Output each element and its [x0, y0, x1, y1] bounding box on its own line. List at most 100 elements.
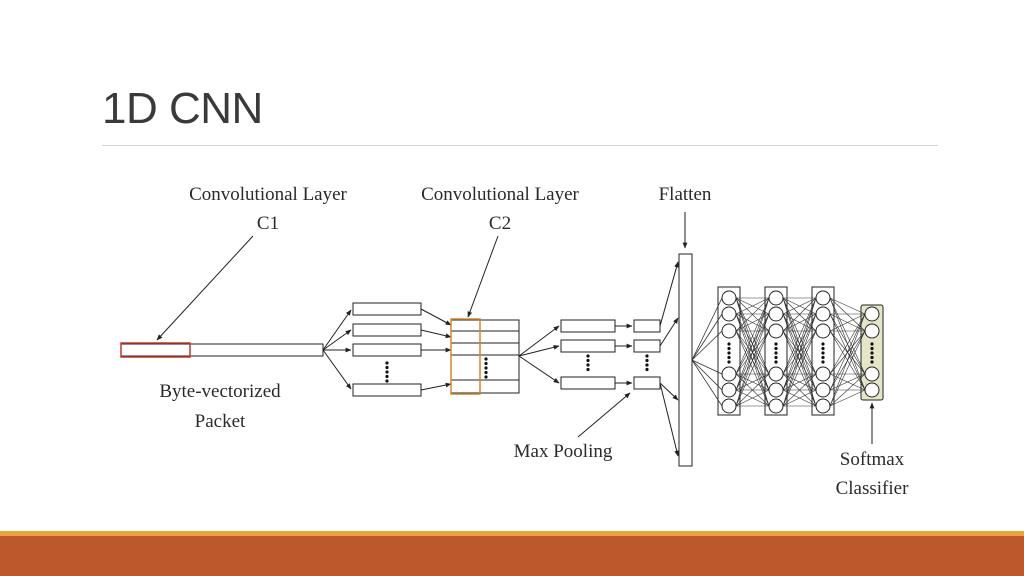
conv2-grid-lines — [451, 330, 519, 381]
output-connection — [829, 373, 866, 391]
softmax-ellipsis-dot — [870, 355, 874, 360]
softmax-neuron — [864, 323, 880, 339]
conv2-label-line1: Convolutional Layer — [421, 184, 579, 205]
flatten-label: Flatten — [659, 184, 712, 205]
conv1-label-line1: Convolutional Layer — [189, 184, 347, 205]
input-vector — [120, 343, 324, 357]
hidden-connection — [782, 373, 817, 407]
pooling-map — [633, 376, 661, 390]
footer-accent-stripe — [0, 531, 1024, 536]
conv2-output-map — [560, 319, 616, 333]
neuron-ellipsis-dot — [821, 342, 825, 346]
neuron — [721, 323, 737, 339]
hidden-connection — [782, 297, 817, 391]
conv1-feature-map — [352, 383, 422, 397]
neuron — [815, 323, 831, 339]
softmax-ellipsis-dot — [870, 346, 874, 351]
neuron-ellipsis-dot — [774, 360, 778, 364]
hidden-connection — [735, 297, 770, 315]
neuron-ellipsis-dot — [774, 342, 778, 346]
max-pooling-label: Max Pooling — [514, 441, 613, 462]
input-label-line2: Packet — [195, 411, 246, 432]
output-connection — [829, 313, 866, 332]
neuron — [815, 306, 831, 322]
neuron — [721, 366, 737, 382]
hidden-connection — [735, 297, 770, 407]
neuron-ellipsis-dot — [821, 351, 825, 355]
neuron-ellipsis-dot — [774, 346, 778, 351]
output-connection — [829, 313, 866, 391]
conv2-label-line2: C2 — [489, 213, 511, 234]
max-pooling-pointer-arrow — [577, 392, 631, 438]
hidden-connection — [735, 313, 770, 407]
pooling-to-flatten-arrows — [659, 261, 680, 457]
output-connection — [829, 313, 866, 375]
footer-bar — [0, 536, 1024, 576]
neuron — [815, 382, 831, 398]
flatten-to-hidden-connection — [691, 359, 723, 391]
neuron — [768, 398, 784, 414]
output-connection — [829, 297, 866, 315]
conv1-to-conv2-arrows — [420, 308, 452, 391]
softmax-neuron — [864, 366, 880, 382]
flatten-to-hidden-connection — [691, 359, 723, 407]
output-connection — [829, 297, 866, 375]
conv1-feature-map — [352, 323, 422, 337]
softmax-ellipsis-dot — [870, 342, 874, 346]
hidden-connection — [782, 330, 817, 407]
output-connection — [829, 389, 866, 407]
conv2-ellipsis-dots — [484, 357, 488, 379]
neuron — [721, 398, 737, 414]
conv2-window — [450, 318, 481, 395]
neuron — [768, 290, 784, 306]
conv1-pointer-arrow — [156, 235, 254, 341]
hidden-connection — [735, 373, 770, 407]
neuron-ellipsis-dot — [821, 346, 825, 351]
hidden-connection — [782, 297, 817, 332]
neuron — [768, 382, 784, 398]
flatten-layer — [678, 253, 693, 467]
title-divider — [102, 145, 938, 146]
neuron-ellipsis-dot — [727, 342, 731, 346]
neuron — [768, 306, 784, 322]
hidden-connection — [782, 313, 817, 407]
conv1-ellipsis-dots — [385, 361, 389, 383]
neuron — [721, 382, 737, 398]
hidden-connection — [782, 297, 817, 407]
neuron-ellipsis-dot — [727, 351, 731, 355]
softmax-neuron — [864, 306, 880, 322]
hidden-connection — [735, 297, 770, 391]
input-label-line1: Byte-vectorized — [159, 381, 281, 402]
pooling-map — [633, 339, 661, 353]
conv1-label-line2: C1 — [257, 213, 279, 234]
softmax-ellipsis-dot — [870, 351, 874, 355]
neuron — [815, 290, 831, 306]
flatten-to-hidden-connection — [691, 330, 723, 361]
neuron — [815, 398, 831, 414]
hidden-connection — [735, 389, 770, 407]
hidden-connection — [782, 297, 817, 315]
input-to-conv1-arrows — [322, 309, 352, 390]
neuron-ellipsis-dot — [727, 360, 731, 364]
softmax-label-line2: Classifier — [836, 478, 909, 499]
flatten-to-hidden-connection — [691, 359, 723, 375]
maps-to-pooling-arrows — [615, 323, 633, 386]
conv2-to-maps-arrows — [518, 325, 560, 384]
neuron — [721, 290, 737, 306]
neuron — [721, 306, 737, 322]
neuron-ellipsis-dot — [727, 355, 731, 360]
output-connection — [829, 297, 866, 332]
hidden-connection — [782, 297, 817, 375]
softmax-neuron — [864, 382, 880, 398]
output-connection — [829, 373, 866, 407]
neuron-ellipsis-dot — [727, 346, 731, 351]
neuron — [815, 366, 831, 382]
pooling-ellipsis-dots — [645, 354, 649, 372]
neuron — [768, 366, 784, 382]
conv2-pointer-arrow — [467, 235, 499, 318]
neuron — [768, 323, 784, 339]
hidden-connection — [735, 297, 770, 332]
output-connection — [829, 330, 866, 407]
flatten-to-hidden-connection — [691, 313, 723, 361]
